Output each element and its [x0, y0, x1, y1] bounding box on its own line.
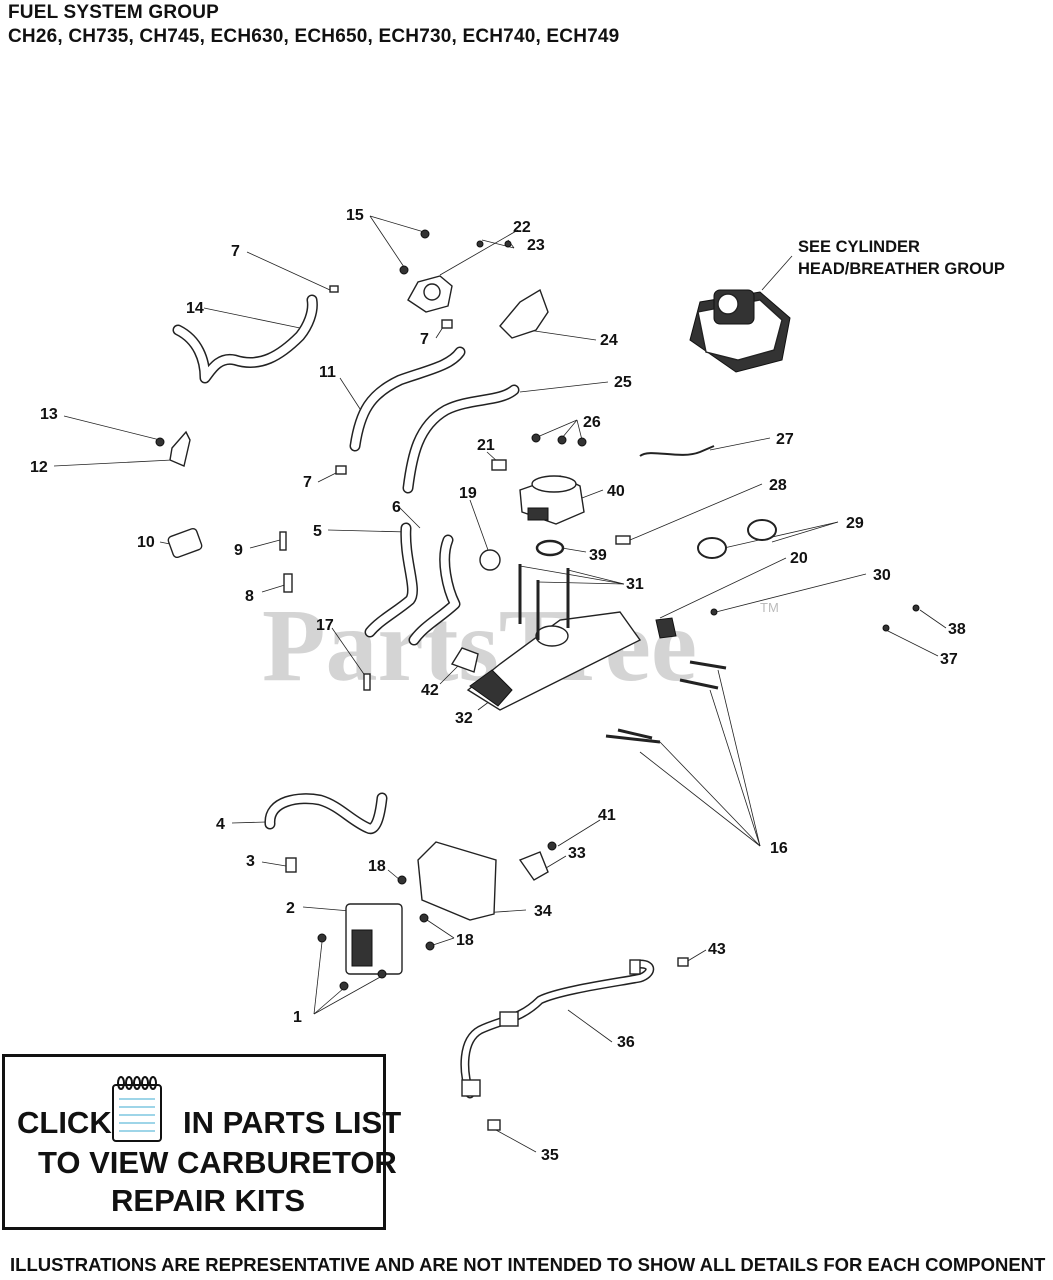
callout-24[interactable]: 24 — [600, 332, 618, 349]
callout-1[interactable]: 1 — [293, 1009, 302, 1026]
callout-9[interactable]: 9 — [234, 542, 243, 559]
callout-8[interactable]: 8 — [245, 588, 254, 605]
callout-36[interactable]: 36 — [617, 1034, 635, 1051]
part-pump-22 — [407, 275, 453, 313]
callout-26[interactable]: 26 — [583, 414, 601, 431]
callout-3[interactable]: 3 — [246, 853, 255, 870]
callout-15[interactable]: 15 — [346, 207, 364, 224]
part-hose-5 — [364, 522, 418, 638]
part-hose-25 — [402, 384, 520, 494]
part-hose-14 — [172, 294, 318, 384]
callout-7[interactable]: 7 — [231, 243, 240, 260]
part-gasket-42 — [450, 647, 479, 673]
info-in-parts-list-text: IN PARTS LIST — [183, 1105, 402, 1140]
callout-5[interactable]: 5 — [313, 523, 322, 540]
part-fuel-pump-2 — [345, 903, 403, 975]
engine-models: CH26, CH735, CH745, ECH630, ECH650, ECH7… — [8, 26, 620, 47]
part-bracket-24 — [499, 288, 549, 339]
callout-22[interactable]: 22 — [513, 219, 531, 236]
callout-27[interactable]: 27 — [776, 431, 794, 448]
part-injector-33 — [518, 851, 549, 881]
callout-33[interactable]: 33 — [568, 845, 586, 862]
callout-23[interactable]: 23 — [527, 237, 545, 254]
part-sensor-20 — [655, 617, 677, 639]
callout-40[interactable]: 40 — [607, 483, 625, 500]
part-sensor-19 — [479, 549, 501, 571]
callout-16[interactable]: 16 — [770, 840, 788, 857]
callout-31[interactable]: 31 — [626, 576, 644, 593]
part-regulator-34 — [417, 841, 497, 921]
part-line-27 — [639, 445, 715, 457]
callout-28[interactable]: 28 — [769, 477, 787, 494]
callout-21[interactable]: 21 — [477, 437, 495, 454]
diagram-title: FUEL SYSTEM GROUP — [8, 2, 220, 23]
callout-18[interactable]: 18 — [456, 932, 474, 949]
callout-25[interactable]: 25 — [614, 374, 632, 391]
callout-6[interactable]: 6 — [392, 499, 401, 516]
callout-11[interactable]: 11 — [319, 364, 336, 381]
part-harness-36 — [460, 959, 655, 1099]
disclaimer-footer: ILLUSTRATIONS ARE REPRESENTATIVE AND ARE… — [10, 1254, 1046, 1275]
callout-37[interactable]: 37 — [940, 651, 958, 668]
info-carburetor-text: TO VIEW CARBURETOR — [38, 1145, 397, 1180]
callout-29[interactable]: 29 — [846, 515, 864, 532]
callout-30[interactable]: 30 — [873, 567, 891, 584]
part-filter-10 — [167, 527, 203, 559]
info-click-text: CLICK — [17, 1105, 112, 1140]
callout-34[interactable]: 34 — [534, 903, 552, 920]
callout-43[interactable]: 43 — [708, 941, 726, 958]
see-cylinder-note-2: HEAD/BREATHER GROUP — [798, 260, 1005, 278]
callout-13[interactable]: 13 — [40, 406, 58, 423]
part-manifold-32 — [466, 611, 642, 711]
callout-35[interactable]: 35 — [541, 1147, 559, 1164]
callout-32[interactable]: 32 — [455, 710, 473, 727]
part-oring-39 — [535, 539, 565, 557]
callout-38[interactable]: 38 — [948, 621, 966, 638]
part-hose-4 — [264, 792, 388, 834]
part-hose-6 — [408, 534, 461, 646]
part-throttle-body-40 — [519, 475, 585, 525]
part-head-cover — [689, 289, 791, 373]
callout-14[interactable]: 14 — [186, 300, 204, 317]
carburetor-kits-info-box[interactable]: CLICK IN PARTS LIST TO VIEW CARBURETOR R… — [2, 1054, 401, 1230]
callout-7[interactable]: 7 — [303, 474, 312, 491]
callout-17[interactable]: 17 — [316, 617, 334, 634]
small-fasteners — [155, 229, 920, 1131]
callout-20[interactable]: 20 — [790, 550, 808, 567]
watermark-tm: TM — [760, 600, 779, 615]
callout-41[interactable]: 41 — [598, 807, 616, 824]
callout-10[interactable]: 10 — [137, 534, 155, 551]
part-hose-11 — [349, 346, 466, 452]
callout-19[interactable]: 19 — [459, 485, 477, 502]
part-studs-31 — [518, 564, 570, 640]
callout-42[interactable]: 42 — [421, 682, 439, 699]
part-bolts-16 — [605, 660, 727, 744]
callout-39[interactable]: 39 — [589, 547, 607, 564]
info-repair-kits-text: REPAIR KITS — [111, 1183, 306, 1218]
part-bracket-12 — [169, 430, 191, 467]
callout-labels: 15 22 23 7 14 7 24 11 25 13 26 27 21 12 … — [30, 207, 966, 1164]
notepad-icon[interactable] — [111, 1075, 163, 1143]
part-clamps-29 — [697, 519, 777, 559]
callout-2[interactable]: 2 — [286, 900, 295, 917]
see-cylinder-note: SEE CYLINDER — [798, 238, 920, 256]
callout-18[interactable]: 18 — [368, 858, 386, 875]
callout-4[interactable]: 4 — [216, 816, 225, 833]
callout-12[interactable]: 12 — [30, 459, 48, 476]
exploded-parts-diagram: PartsTree TM — [30, 207, 1005, 1164]
callout-7[interactable]: 7 — [420, 331, 429, 348]
